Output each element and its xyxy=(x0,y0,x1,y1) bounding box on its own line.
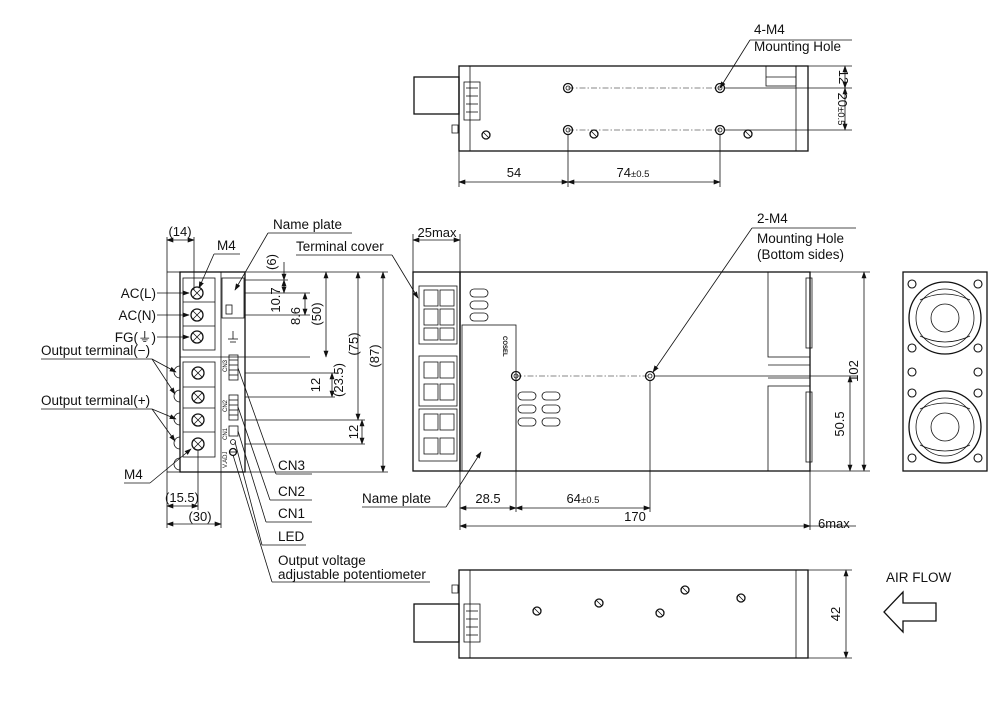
rear-view xyxy=(902,271,988,472)
fan-icon xyxy=(908,281,982,355)
dim-10-7: 10.7 xyxy=(268,287,283,312)
top-mounting-hole-label: Mounting Hole xyxy=(754,39,841,54)
cn2-connector xyxy=(228,394,239,421)
panel-mark-vadj: V.ADJ xyxy=(223,452,229,468)
top-dim-right-spacing: 20±0.5 xyxy=(835,93,850,126)
terminal-screw-icon xyxy=(190,286,204,300)
front-nameplate-box xyxy=(221,277,245,319)
top-view-body xyxy=(458,65,809,152)
dim-170: 170 xyxy=(624,509,646,524)
led-indicator xyxy=(230,439,236,445)
rear-panel xyxy=(902,271,988,472)
bottom-view-body xyxy=(458,569,809,659)
airflow-label: AIR FLOW xyxy=(886,570,952,585)
top-dim-right-top: 12 xyxy=(836,70,851,84)
front-bottom-screw-label: M4 xyxy=(124,467,143,482)
dim-12-lower: 12 xyxy=(346,425,361,439)
screw-icon xyxy=(532,606,542,616)
cn1-connector xyxy=(228,425,239,437)
top-dim-left: 54 xyxy=(507,165,521,180)
fan-block-upper xyxy=(767,271,811,358)
cn3-connector xyxy=(228,354,239,381)
label-cn2: CN2 xyxy=(278,484,305,499)
label-led: LED xyxy=(278,529,305,544)
terminal-screw-icon xyxy=(191,390,205,404)
side-mounting-hole-note: (Bottom sides) xyxy=(757,247,844,262)
screw-icon xyxy=(589,129,599,139)
dim-12-upper: 12 xyxy=(308,378,323,392)
front-dim-width: (14) xyxy=(168,224,191,239)
fan-block-lower xyxy=(767,385,811,472)
front-screw-label: M4 xyxy=(217,238,236,253)
panel-mark-cn1: CN1 xyxy=(223,427,229,440)
label-cn1: CN1 xyxy=(278,506,305,521)
side-view: COSEL Terminal cover 25max 2-M4 Mountin xyxy=(296,211,870,531)
dim-cover: 25max xyxy=(417,225,457,240)
bottom-view-connector-stub xyxy=(413,603,460,643)
ground-symbol-icon xyxy=(228,331,238,343)
screw-icon xyxy=(594,598,604,608)
terminal-cover xyxy=(412,271,461,472)
output-terminal-block xyxy=(182,361,216,458)
label-output-minus: Output terminal(−) xyxy=(41,343,150,358)
dim-6max: 6max xyxy=(818,516,850,531)
dim-50-5: 50.5 xyxy=(832,411,847,436)
screw-icon xyxy=(481,130,491,140)
panel-mark-cn3: CN3 xyxy=(223,359,229,372)
fan-icon xyxy=(908,390,982,464)
dim-75: (75) xyxy=(346,332,361,355)
dim-15-5: (15.5) xyxy=(165,490,199,505)
top-view-connector-stub xyxy=(413,76,460,115)
side-mounting-hole-count: 2-M4 xyxy=(757,211,788,226)
side-nameplate-label: Name plate xyxy=(362,491,431,506)
terminal-screw-icon xyxy=(190,308,204,322)
front-panel xyxy=(179,271,246,473)
airflow-arrow-icon xyxy=(883,590,937,634)
screw-icon xyxy=(680,585,690,595)
label-output-plus: Output terminal(+) xyxy=(41,393,150,408)
dim-30: (30) xyxy=(188,509,211,524)
dim-50: (50) xyxy=(309,302,324,325)
label-fg: FG(⏚) xyxy=(115,330,156,345)
side-view-body xyxy=(459,271,811,472)
label-cn3: CN3 xyxy=(278,458,305,473)
terminal-screw-icon xyxy=(191,366,205,380)
terminal-cover-label: Terminal cover xyxy=(296,239,384,254)
terminal-screw-icon xyxy=(191,413,205,427)
dim-23-5: (23.5) xyxy=(331,363,346,397)
dim-6: (6) xyxy=(264,254,279,270)
bottom-view: 42 AIR FLOW xyxy=(413,569,952,659)
dim-8-6: 8.6 xyxy=(288,307,303,325)
panel-mark-cn2: CN2 xyxy=(223,399,229,412)
label-pot-line1: Output voltage xyxy=(278,553,366,568)
front-view: CN1 CN2 CN3 V.ADJ (14) M4 AC(L) AC(N) FG… xyxy=(41,217,430,583)
label-ac-l: AC(L) xyxy=(121,286,156,301)
label-ac-n: AC(N) xyxy=(119,308,157,323)
dim-64: 64±0.5 xyxy=(567,491,600,506)
dim-42: 42 xyxy=(828,607,843,621)
brand-logo: COSEL xyxy=(501,336,507,357)
top-view-fan-end xyxy=(795,65,809,152)
top-view: 4-M4 Mounting Hole 54 74±0.5 12 20±0.5 xyxy=(413,22,852,187)
dim-28-5: 28.5 xyxy=(475,491,500,506)
top-dim-holes: 74±0.5 xyxy=(617,165,650,180)
dim-102: 102 xyxy=(846,360,861,382)
label-pot-line2: adjustable potentiometer xyxy=(278,567,426,582)
side-mounting-hole-label: Mounting Hole xyxy=(757,231,844,246)
top-mounting-hole-count: 4-M4 xyxy=(754,22,785,37)
screw-icon xyxy=(736,593,746,603)
dim-87: (87) xyxy=(367,344,382,367)
screw-icon xyxy=(655,608,665,618)
terminal-screw-icon xyxy=(190,330,204,344)
top-view-vent-slots xyxy=(463,81,481,121)
front-nameplate-label: Name plate xyxy=(273,217,342,232)
mounting-hole xyxy=(562,82,574,94)
